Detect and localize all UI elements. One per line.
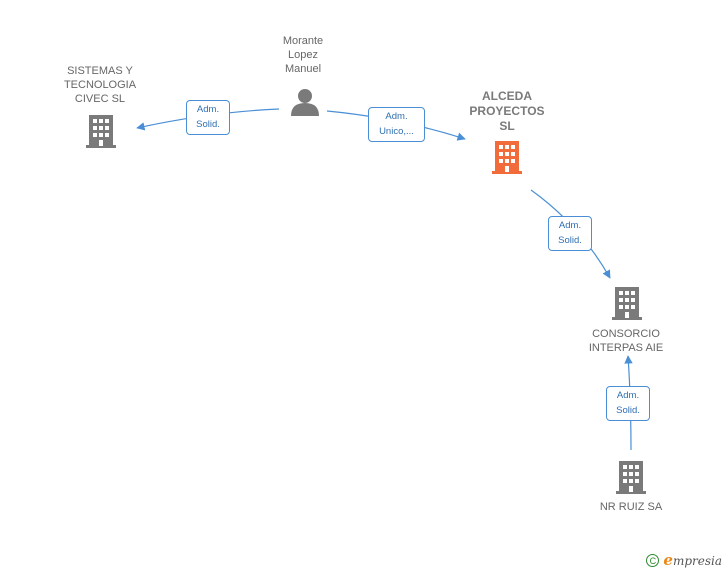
focus-company-name-label[interactable]: ALCEDA PROYECTOS SL bbox=[469, 89, 545, 133]
brand-logo: empresia bbox=[663, 551, 722, 569]
copyright-icon: C bbox=[646, 553, 660, 567]
building-icon[interactable] bbox=[612, 287, 642, 320]
company-name-label[interactable]: CONSORCIO INTERPAS AIE bbox=[588, 328, 664, 354]
company-name-label[interactable]: SISTEMAS Y TECNOLOGIA CIVEC SL bbox=[63, 65, 137, 105]
edge-label-box[interactable]: Adm. Solid. bbox=[186, 100, 230, 135]
person-icon[interactable] bbox=[291, 89, 319, 116]
edge-label-box[interactable]: Adm. Unico,... bbox=[368, 107, 425, 142]
building-icon[interactable] bbox=[616, 461, 646, 494]
company-name-label[interactable]: NR RUIZ SA bbox=[599, 501, 663, 513]
person-name-label[interactable]: Morante Lopez Manuel bbox=[282, 35, 324, 75]
edge-label-box[interactable]: Adm. Solid. bbox=[548, 216, 592, 251]
building-icon[interactable] bbox=[492, 141, 522, 174]
brand-footer[interactable]: C empresia bbox=[646, 551, 722, 569]
edge-label-box[interactable]: Adm. Solid. bbox=[606, 386, 650, 421]
building-icon[interactable] bbox=[86, 115, 116, 148]
